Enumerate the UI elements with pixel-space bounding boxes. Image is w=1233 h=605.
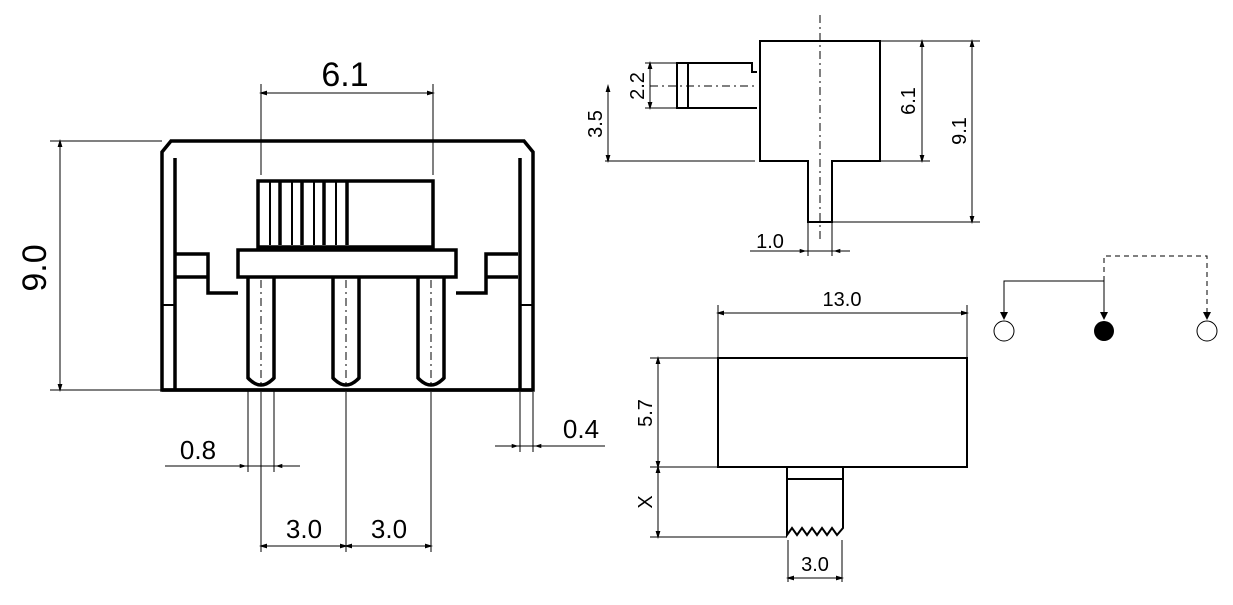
dim-length: 13.0 — [823, 289, 862, 311]
solid-contact-path — [1003, 280, 1105, 319]
dashed-contact-path — [1103, 255, 1208, 319]
dim-knob-height: 2.2 — [627, 72, 649, 100]
side-body — [759, 40, 881, 223]
dim-pitch-left: 3.0 — [286, 514, 322, 544]
dim-height: 9.0 — [16, 244, 54, 291]
terminal-open-icon — [993, 320, 1015, 342]
dim-knob-offset: 3.5 — [585, 110, 607, 138]
dim-pin-width: 0.8 — [180, 435, 216, 465]
dim-pin-width-side: 1.0 — [756, 231, 784, 253]
bottom-view: 13.0 5.7 X 3.0 — [635, 289, 969, 582]
dim-actuator-width: 3.0 — [801, 554, 829, 576]
left-notch — [176, 252, 238, 295]
slider-bar — [236, 248, 458, 279]
front-view: 6.1 9.0 0.8 3.0 3.0 0.4 — [16, 56, 605, 552]
housing-outline — [160, 139, 535, 392]
side-knob — [676, 62, 757, 109]
side-view: 6.1 9.1 2.2 3.5 1.0 — [585, 15, 980, 256]
slide-knob — [256, 179, 435, 249]
knob-ribbing — [269, 182, 349, 245]
dim-knob-width: 6.1 — [321, 56, 368, 94]
terminal-common-icon — [1094, 321, 1114, 341]
dim-pitch-right: 3.0 — [371, 514, 407, 544]
dim-body-depth: 5.7 — [635, 399, 657, 427]
bottom-body — [717, 357, 968, 468]
dim-body-height: 6.1 — [898, 87, 920, 115]
terminal-open-icon — [1196, 320, 1218, 342]
dim-actuator-length: X — [635, 495, 657, 508]
dim-total-height: 9.1 — [949, 117, 971, 145]
right-notch — [456, 252, 518, 295]
switch-schematic — [993, 255, 1218, 342]
pins — [246, 278, 446, 387]
dim-wall: 0.4 — [563, 414, 599, 444]
actuator — [786, 467, 844, 539]
